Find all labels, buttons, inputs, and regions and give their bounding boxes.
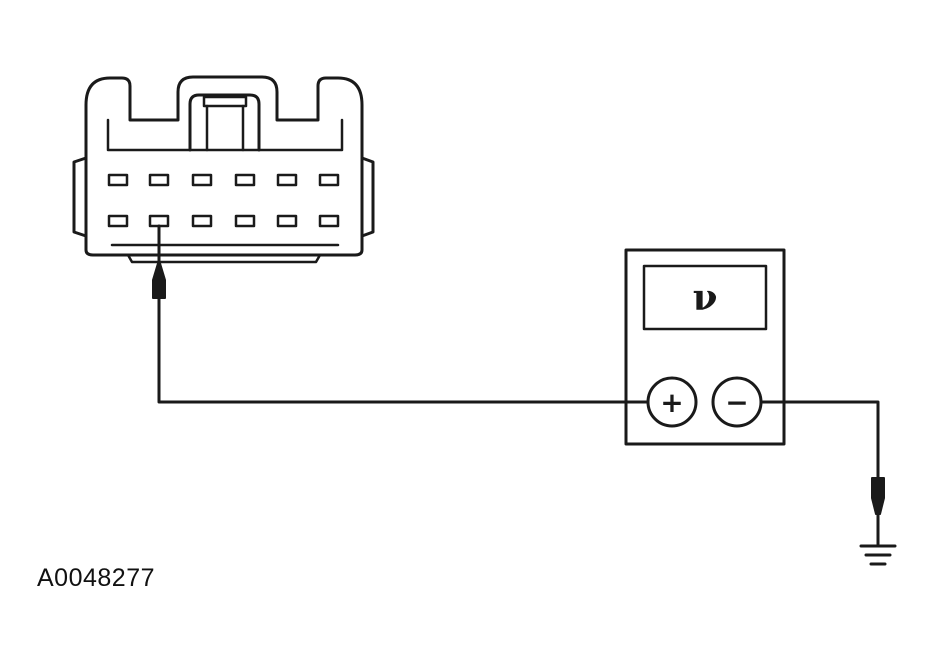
connector-inner-band bbox=[106, 118, 344, 152]
connector bbox=[72, 75, 375, 264]
terminal-cavity bbox=[148, 173, 170, 187]
terminal-cavity bbox=[318, 173, 340, 187]
meter-display bbox=[642, 264, 768, 331]
connector-latch-stem bbox=[205, 104, 245, 152]
terminal-cavity bbox=[191, 173, 213, 187]
ground-probe bbox=[871, 477, 885, 546]
connector-locking-tab bbox=[188, 93, 261, 152]
terminal-cavity bbox=[318, 214, 340, 228]
terminal-cavity bbox=[107, 173, 129, 187]
terminal-cavity bbox=[234, 214, 256, 228]
probe-tip bbox=[152, 259, 166, 299]
positive-test-lead bbox=[157, 296, 650, 404]
terminal-row-top bbox=[107, 173, 340, 187]
terminal-cavity bbox=[276, 173, 298, 187]
negative-test-lead bbox=[759, 400, 880, 480]
connector-left-rail bbox=[72, 156, 88, 238]
terminal-cavity bbox=[191, 214, 213, 228]
figure-id: A0048277 bbox=[37, 564, 156, 592]
ground-probe-tip bbox=[871, 477, 885, 515]
positive-jack-symbol: + bbox=[660, 386, 683, 419]
connector-bottom-lip bbox=[110, 243, 340, 264]
connector-body bbox=[84, 75, 364, 257]
terminal-row-bottom bbox=[107, 214, 340, 228]
meter-display-symbol: ν bbox=[693, 277, 718, 319]
terminal-cavity bbox=[107, 214, 129, 228]
connector-latch bbox=[202, 95, 248, 108]
terminal-cavity bbox=[276, 214, 298, 228]
terminal-cavity bbox=[234, 173, 256, 187]
multimeter: ν + − bbox=[624, 248, 786, 446]
connector-right-rail bbox=[360, 156, 375, 238]
negative-jack-symbol: − bbox=[725, 386, 748, 419]
meter-case bbox=[624, 248, 786, 446]
positive-jack bbox=[646, 376, 698, 428]
ground-icon bbox=[859, 544, 897, 566]
